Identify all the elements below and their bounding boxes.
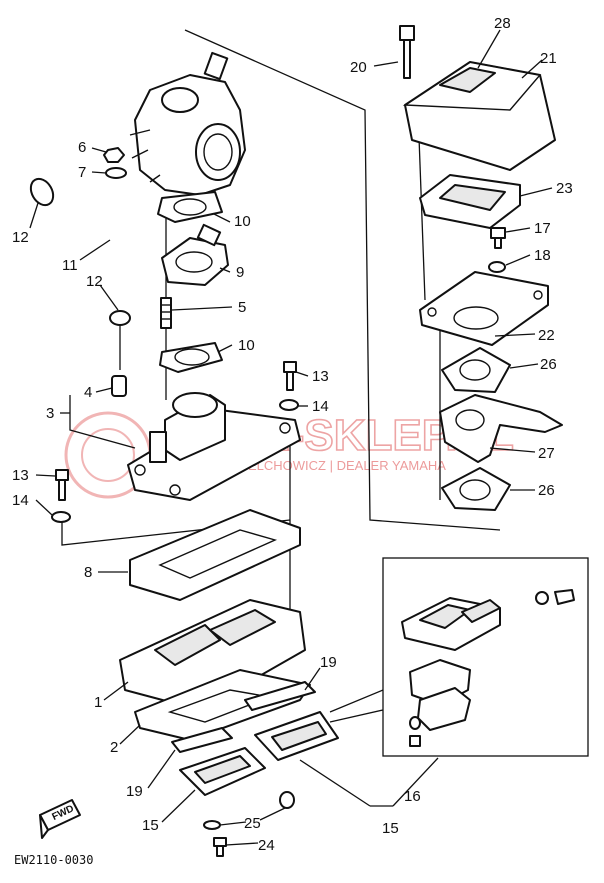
bolt-13-left [51,469,71,523]
element-23 [419,174,521,229]
air-box-base-22 [419,271,549,346]
bracket-27 [439,394,563,463]
callout-8: 8 [84,564,92,581]
callout-12-upper: 12 [12,229,29,246]
nut-6 [103,147,127,179]
watermark-subtitle: NICIELCHOWICZ | DEALER YAMAHA [222,458,446,473]
gasket-10-upper [157,191,223,223]
reed-valve-assembly-16-inset [382,557,589,757]
drawing-code: EW2110-0030 [14,853,93,867]
callout-15-left: 15 [142,817,159,834]
callout-11: 11 [62,257,78,274]
callout-13-right: 13 [312,368,329,385]
air-box-cover-21 [402,61,556,171]
callout-14-right: 14 [312,398,329,415]
callout-leaders [29,29,553,846]
bolt-20 [399,25,415,79]
callout-3: 3 [46,405,54,422]
stud-5 [160,297,172,329]
gasket-19-left [171,727,233,753]
callout-14-left: 14 [12,492,29,509]
callout-10-lower: 10 [238,337,255,354]
callout-4: 4 [84,384,92,401]
callout-19-left: 19 [126,783,143,800]
screw-24 [213,837,227,857]
bolt-13-right [279,361,299,411]
gasket-26-upper [441,347,511,393]
callout-16: 16 [404,788,421,805]
callout-15-right: 15 [382,820,399,837]
callout-20: 20 [350,59,367,76]
intake-manifold-3 [127,392,301,501]
callout-24: 24 [258,837,275,854]
callout-26-lower: 26 [538,482,555,499]
gasket-10-lower [159,342,223,373]
callout-28: 28 [494,15,511,32]
gasket-8 [129,509,301,601]
callout-23: 23 [556,180,573,197]
carburetor [129,51,246,196]
spring-25 [203,791,295,830]
callout-10-upper: 10 [234,213,251,230]
callout-17: 17 [534,220,551,237]
collar-4 [111,375,127,397]
callout-6: 6 [78,139,86,156]
callout-1: 1 [94,694,102,711]
callout-7: 7 [78,164,86,181]
spacer-9 [161,223,229,286]
hose-11 [29,177,134,326]
callout-numbers: 6 7 10 9 5 10 11 12 12 4 3 13 14 13 14 8… [12,15,573,854]
callout-22: 22 [538,327,555,344]
callout-18: 18 [534,247,551,264]
callout-27: 27 [538,445,555,462]
callout-19-right: 19 [320,654,337,671]
screw-17 [490,227,506,249]
callout-12-lower: 12 [86,273,103,290]
reed-valve-15-left [179,747,266,796]
callout-9: 9 [236,264,244,281]
gasket-26-lower [441,467,511,511]
gasket-19-right [244,681,316,711]
callout-26-upper: 26 [540,356,557,373]
washer-18 [488,261,506,273]
fwd-badge: FWD [39,799,81,839]
callout-2: 2 [110,739,118,756]
reed-valve-15-right [254,711,339,761]
callout-25: 25 [244,815,261,832]
callout-21: 21 [540,50,557,67]
callout-5: 5 [238,299,246,316]
callout-13-left: 13 [12,467,29,484]
